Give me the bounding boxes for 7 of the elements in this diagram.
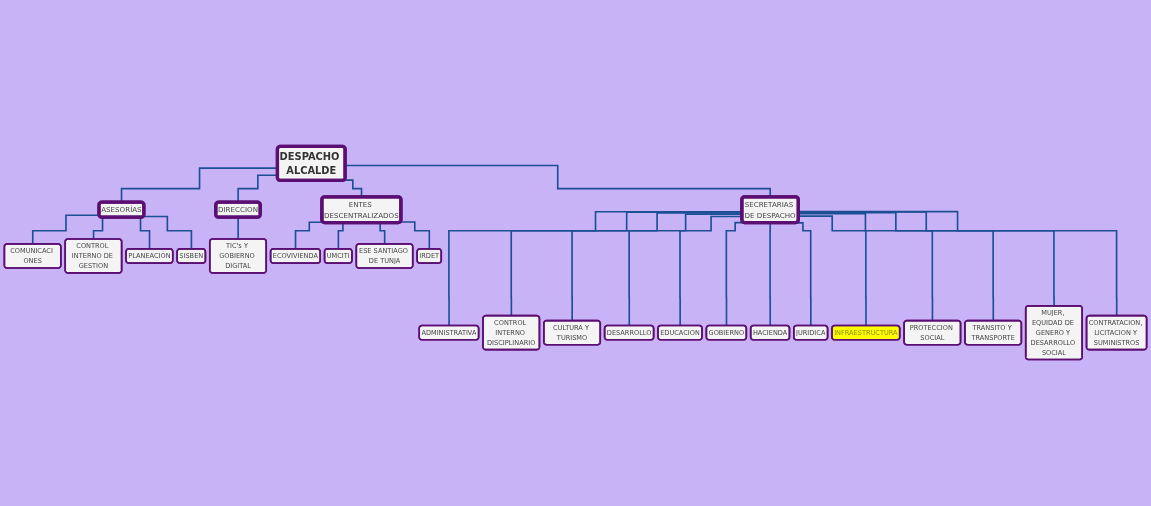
connector [628, 213, 743, 327]
connector [142, 215, 193, 250]
connector [769, 222, 772, 327]
connector [679, 215, 743, 327]
connector [448, 211, 743, 327]
connector [237, 216, 240, 241]
connector [294, 221, 324, 250]
